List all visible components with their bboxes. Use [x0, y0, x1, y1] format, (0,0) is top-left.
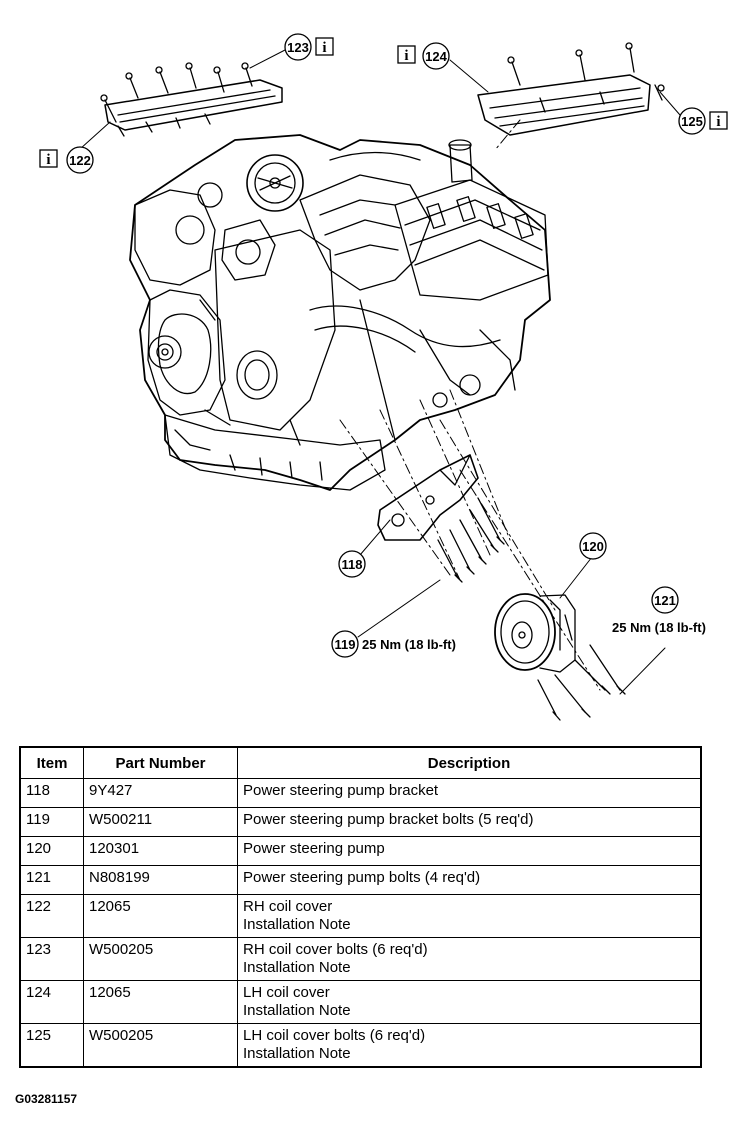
cell-part-number: 9Y427 — [83, 778, 238, 808]
callout-122: i 122 — [39, 146, 94, 174]
installation-note-link: Installation Note — [243, 916, 351, 933]
cell-item: 122 — [19, 894, 84, 938]
cell-item: 123 — [19, 937, 84, 981]
exploded-view-diagram: i 122 123 i i 124 125 i 118 119 25 Nm (1… — [39, 33, 728, 721]
cell-item: 125 — [19, 1023, 84, 1068]
torque-spec-121: 25 Nm (18 lb-ft) — [612, 620, 706, 635]
cell-description: Power steering pump bracket — [237, 778, 702, 808]
cell-part-number: W500205 — [83, 937, 238, 981]
installation-note-link: Installation Note — [243, 1045, 351, 1062]
description-text: RH coil cover — [243, 898, 333, 915]
cell-part-number: 12065 — [83, 894, 238, 938]
engine-assembly — [129, 134, 551, 491]
header-item: Item — [19, 746, 84, 779]
installation-note-link: Installation Note — [243, 1002, 351, 1019]
lh-coil-cover — [477, 74, 651, 136]
svg-text:119: 119 — [335, 637, 356, 652]
callout-118: 118 — [338, 550, 366, 578]
cell-description: RH coil cover bolts (6 req'd)Installatio… — [237, 937, 702, 981]
svg-text:122: 122 — [69, 153, 91, 168]
callout-leader-lines — [69, 49, 681, 695]
svg-text:125: 125 — [681, 114, 703, 129]
description-text: Power steering pump bolts (4 req'd) — [243, 869, 481, 886]
svg-text:121: 121 — [654, 593, 676, 608]
svg-text:123: 123 — [287, 40, 309, 55]
rh-coil-cover — [104, 79, 283, 131]
header-description: Description — [237, 746, 702, 779]
callout-119: 119 25 Nm (18 lb-ft) — [331, 630, 456, 658]
cell-description: Power steering pump bracket bolts (5 req… — [237, 807, 702, 837]
description-text: LH coil cover — [243, 984, 330, 1001]
info-icon: i — [404, 48, 408, 64]
svg-text:120: 120 — [582, 539, 604, 554]
power-steering-pump-bracket — [377, 454, 479, 541]
callout-125: 125 i — [678, 107, 728, 135]
cell-part-number: N808199 — [83, 865, 238, 895]
power-steering-pump — [494, 593, 576, 673]
info-icon: i — [322, 40, 326, 56]
description-text: Power steering pump bracket — [243, 782, 439, 799]
info-icon: i — [716, 114, 720, 130]
callout-123: 123 i — [284, 33, 334, 61]
pump-bracket-bolts — [437, 497, 505, 583]
description-text: Power steering pump — [243, 840, 385, 857]
cell-description: LH coil cover bolts (6 req'd)Installatio… — [237, 1023, 702, 1068]
assembly-guide-lines — [339, 119, 601, 691]
installation-note-link: Installation Note — [243, 959, 351, 976]
cell-item: 124 — [19, 980, 84, 1024]
figure-id: G03281157 — [15, 1092, 78, 1106]
table-header-row: Item Part Number Description — [19, 746, 702, 779]
torque-spec-119: 25 Nm (18 lb-ft) — [362, 637, 456, 652]
description-text: Power steering pump bracket bolts (5 req… — [243, 811, 534, 828]
info-icon: i — [46, 152, 50, 168]
cell-description: Power steering pump — [237, 836, 702, 866]
cell-part-number: 12065 — [83, 980, 238, 1024]
cell-part-number: W500205 — [83, 1023, 238, 1068]
cell-part-number: W500211 — [83, 807, 238, 837]
cell-part-number: 120301 — [83, 836, 238, 866]
rh-coil-cover-bolts — [100, 62, 253, 137]
cell-item: 121 — [19, 865, 84, 895]
description-text: RH coil cover bolts (6 req'd) — [243, 941, 428, 958]
cell-item: 118 — [19, 778, 84, 808]
cell-description: Power steering pump bolts (4 req'd) — [237, 865, 702, 895]
header-part-number: Part Number — [83, 746, 238, 779]
svg-text:118: 118 — [342, 557, 363, 572]
callout-120: 120 — [579, 532, 607, 560]
pump-bolts — [537, 644, 626, 721]
cell-item: 120 — [19, 836, 84, 866]
cell-item: 119 — [19, 807, 84, 837]
callout-121: 121 25 Nm (18 lb-ft) — [612, 586, 706, 635]
lh-coil-cover-bolts — [507, 42, 665, 113]
description-text: LH coil cover bolts (6 req'd) — [243, 1027, 426, 1044]
callout-124: i 124 — [397, 42, 450, 70]
svg-text:124: 124 — [425, 49, 447, 64]
